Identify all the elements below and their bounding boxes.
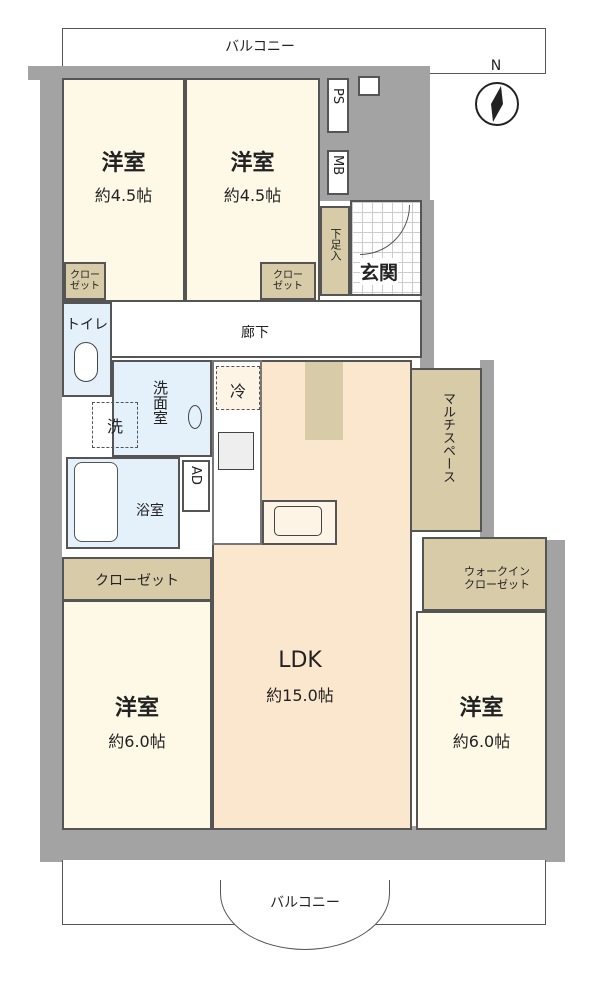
toilet-label: トイレ bbox=[66, 317, 108, 333]
closet-nw bbox=[64, 262, 106, 300]
sink-icon bbox=[188, 405, 202, 429]
shoe-storage bbox=[320, 206, 350, 296]
compass-icon bbox=[475, 82, 519, 126]
toilet-icon bbox=[74, 342, 98, 382]
bedroom-se-name: 洋室 bbox=[459, 696, 504, 721]
wall-bottom bbox=[40, 826, 565, 862]
walk-in-closet bbox=[422, 537, 547, 611]
closet-nw-label: クロー ゼット bbox=[70, 270, 100, 292]
bedroom-nw-name: 洋室 bbox=[101, 151, 146, 176]
bedroom-se bbox=[416, 611, 547, 830]
compass-north-label: N bbox=[490, 58, 502, 74]
hallway-label: 廊下 bbox=[241, 325, 269, 341]
wall-right-mid bbox=[480, 360, 494, 540]
closet-n bbox=[260, 262, 316, 300]
fridge-space bbox=[216, 366, 260, 410]
compass-needle-icon bbox=[491, 86, 503, 122]
bedroom-sw bbox=[62, 600, 212, 830]
ps-label: PS bbox=[330, 88, 345, 105]
stove-icon bbox=[218, 432, 254, 470]
multi-space bbox=[410, 368, 482, 532]
balcony-bay bbox=[220, 880, 390, 950]
ldk-size: 約15.0帖 bbox=[266, 686, 334, 705]
hallway bbox=[110, 300, 422, 358]
bedroom-se-size: 約6.0帖 bbox=[452, 732, 511, 751]
balcony-top-label: バルコニー bbox=[225, 39, 295, 55]
duct bbox=[358, 76, 380, 96]
air-duct-ad bbox=[182, 460, 210, 512]
bedroom-sw-name: 洋室 bbox=[114, 696, 159, 721]
closet-n-label: クロー ゼット bbox=[273, 270, 303, 292]
bedroom-n-size: 約4.5帖 bbox=[223, 186, 282, 205]
ad-label: AD bbox=[188, 466, 203, 485]
washer-space bbox=[92, 402, 138, 448]
wall-left bbox=[40, 66, 62, 846]
wall-right-upper bbox=[420, 200, 434, 370]
closet-sw-label: クローゼット bbox=[95, 573, 179, 589]
bathroom-label: 浴室 bbox=[136, 503, 164, 519]
mb-meter-box bbox=[327, 150, 349, 195]
bedroom-n-name: 洋室 bbox=[230, 151, 275, 176]
fridge-label: 冷 bbox=[229, 382, 246, 401]
ldk-name: LDK bbox=[278, 648, 322, 673]
bedroom-nw-size: 約4.5帖 bbox=[94, 186, 153, 205]
cupboard bbox=[305, 362, 343, 440]
multi-space-label: マルチスペース bbox=[440, 392, 455, 483]
bedroom-sw-size: 約6.0帖 bbox=[108, 732, 166, 751]
entrance-label: 玄関 bbox=[360, 258, 399, 285]
ps-shaft bbox=[327, 78, 349, 133]
kitchen-sink-icon bbox=[274, 506, 322, 536]
balcony-bottom-label: バルコニー bbox=[270, 895, 340, 911]
walk-in-closet-label: ウォークイン クローゼット bbox=[464, 565, 530, 591]
shoe-storage-label: 下足入 bbox=[329, 228, 342, 261]
bathtub-icon bbox=[74, 462, 118, 542]
washer-label: 洗 bbox=[106, 417, 123, 436]
washroom-label: 洗面室 bbox=[151, 380, 169, 425]
mb-label: MB bbox=[330, 155, 345, 176]
wall-right-lower bbox=[545, 540, 565, 840]
